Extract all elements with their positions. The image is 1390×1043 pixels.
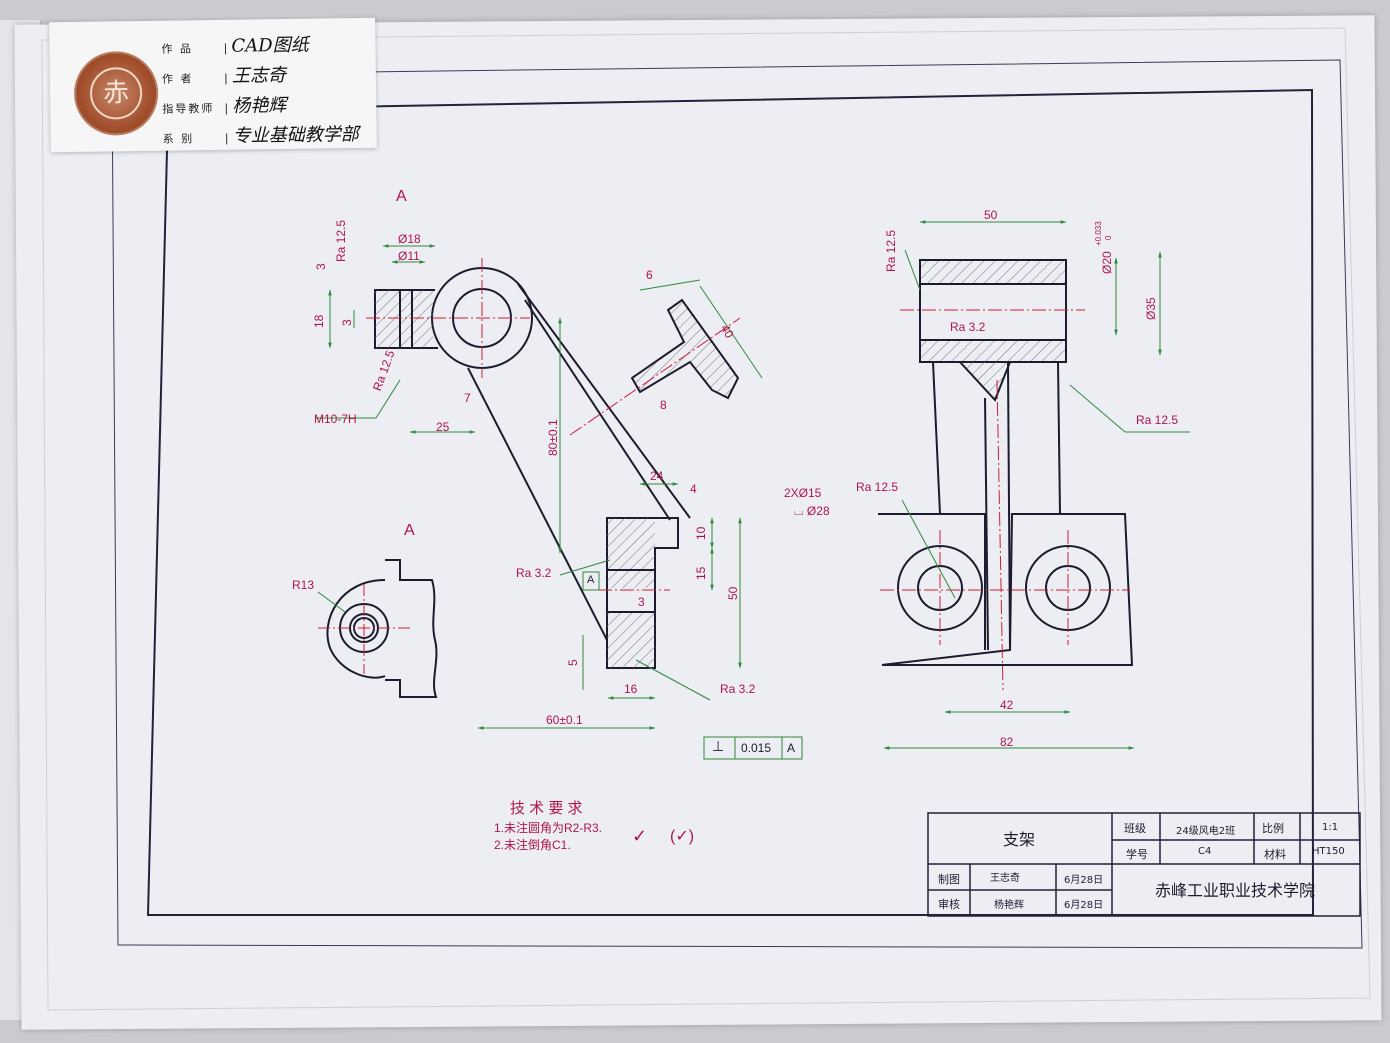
dim-d11: Ø11: [398, 249, 420, 263]
datum-box: [582, 571, 600, 591]
side-ra-right: Ra 12.5: [1136, 413, 1179, 427]
dim-4: 4: [690, 482, 697, 496]
ra-bot-main: Ra 3.2: [720, 682, 756, 696]
tolerance-datum: A: [787, 741, 796, 755]
part-name: 支架: [1003, 830, 1036, 849]
dim-25: 25: [436, 420, 450, 434]
drawn-date: 6月28日: [1064, 875, 1104, 886]
main-view: [374, 267, 740, 669]
dim-h3a: 3: [314, 263, 328, 270]
tech-req-item-2: 2.未注倒角C1.: [494, 838, 571, 852]
label-row-work: 作 品|CAD图纸: [161, 34, 309, 57]
class-label: 班级: [1124, 822, 1146, 835]
tolerance-frame: [703, 736, 803, 760]
dim-16: 16: [624, 682, 638, 696]
label-row-author: 作 者|王志奇: [161, 64, 287, 87]
label-row-dept: 系 别|专业基础教学部: [162, 123, 359, 147]
ra-top-main: Ra 12.5: [334, 219, 348, 262]
scale-value: 1:1: [1322, 822, 1339, 833]
check-date: 6月28日: [1064, 900, 1104, 911]
r13-leader: [317, 591, 346, 613]
dim-10: 10: [694, 526, 708, 540]
datum-a: A: [587, 574, 595, 586]
main-dimension-lines: [316, 244, 763, 730]
main-centerlines: [366, 258, 741, 591]
tech-req-title: 技 术 要 求: [510, 800, 583, 817]
dim-7: 7: [464, 391, 471, 405]
title-block-grid: [927, 812, 1361, 917]
check-mark-1: ✓: [632, 826, 648, 846]
check-mark-2: (✓): [670, 828, 695, 845]
dim-80: 80±0.1: [546, 419, 560, 456]
side-dim-d35: Ø35: [1144, 297, 1158, 320]
work-label: 赤 作 品|CAD图纸 作 者|王志奇 指导教师|杨艳辉 系 别|专业基础教学部: [49, 17, 377, 153]
seal-glyph: 赤: [89, 66, 143, 120]
aux-centerlines: [318, 584, 412, 674]
dim-24: 24: [650, 469, 664, 483]
drawn-name: 王志奇: [990, 873, 1020, 884]
thread-label: M10-7H: [314, 412, 357, 426]
id-label: 学号: [1126, 848, 1148, 861]
aux-view-title: A: [404, 522, 415, 539]
side-dimension-lines: [883, 220, 1190, 750]
rib-6: 6: [646, 268, 653, 282]
dim-5: 5: [566, 659, 580, 666]
id-value: C4: [1198, 846, 1212, 857]
sheet-frames: [41, 27, 1371, 1011]
rib-8: 8: [660, 398, 667, 412]
side-holes: 2XØ15: [784, 486, 822, 500]
side-dim-82: 82: [1000, 735, 1014, 749]
dim-h3b: 3: [340, 319, 354, 326]
drawn-label: 制图: [938, 873, 960, 886]
college-seal: 赤: [73, 50, 159, 136]
tech-req-item-1: 1.未注圆角为R2-R3.: [494, 821, 603, 835]
tolerance-value: 0.015: [741, 741, 772, 755]
side-dim-50: 50: [984, 208, 998, 222]
side-tol-lower: 0: [1104, 235, 1113, 240]
class-value: 24级风电2班: [1176, 826, 1236, 837]
aux-r13: R13: [292, 578, 315, 592]
side-ra-top: Ra 12.5: [884, 229, 898, 272]
side-tol-upper: +0.033: [1094, 221, 1103, 246]
side-holes-ra: Ra 12.5: [856, 480, 899, 494]
dim-d18: Ø18: [398, 232, 421, 246]
side-view: [878, 259, 1134, 666]
section-mark-a: A: [396, 188, 407, 205]
perpendicular-symbol: ⊥: [712, 738, 725, 754]
dim-50-main: 50: [726, 586, 740, 600]
side-dim-42: 42: [1000, 698, 1014, 712]
school-name: 赤峰工业职业技术学院: [1155, 881, 1316, 900]
material-value: HT150: [1312, 846, 1345, 857]
side-centerlines: [880, 309, 1130, 691]
side-dim-d20: Ø20: [1100, 251, 1114, 274]
material-label: 材料: [1264, 848, 1286, 861]
dim-60: 60±0.1: [546, 713, 583, 727]
check-name: 杨艳辉: [994, 900, 1024, 911]
label-row-teacher: 指导教师|杨艳辉: [162, 94, 287, 117]
dim-h18: 18: [312, 314, 326, 328]
ra-mid-main: Ra 3.2: [516, 566, 552, 580]
dim-15: 15: [694, 566, 708, 580]
dim-3: 3: [638, 595, 645, 609]
side-counterbore: ⌴ Ø28: [794, 504, 830, 518]
side-ra-inner: Ra 3.2: [950, 320, 986, 334]
check-label: 审核: [938, 898, 960, 911]
scale-label: 比例: [1262, 822, 1284, 835]
